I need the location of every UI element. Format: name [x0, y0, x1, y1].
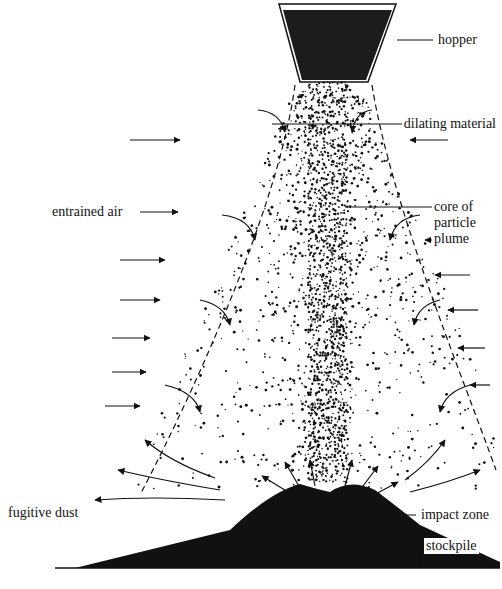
- particles: [137, 81, 494, 490]
- hopper-outline: [279, 4, 396, 82]
- stockpile-mound: [75, 484, 500, 568]
- part-label: impact zone: [419, 507, 491, 523]
- plume-envelope: [140, 85, 295, 495]
- plume-envelope: [372, 85, 496, 470]
- ground-line: [55, 567, 500, 569]
- part-label: core of particle plume: [432, 199, 498, 247]
- part-label: fugitive dust: [6, 505, 80, 521]
- part-label: hopper: [436, 32, 479, 48]
- air-flow-arrows: [95, 110, 490, 500]
- part-label: entrained air: [50, 204, 124, 220]
- part-label: dilating material: [402, 116, 498, 132]
- hopper-material: [283, 10, 392, 80]
- part-label: stockpile: [424, 538, 479, 554]
